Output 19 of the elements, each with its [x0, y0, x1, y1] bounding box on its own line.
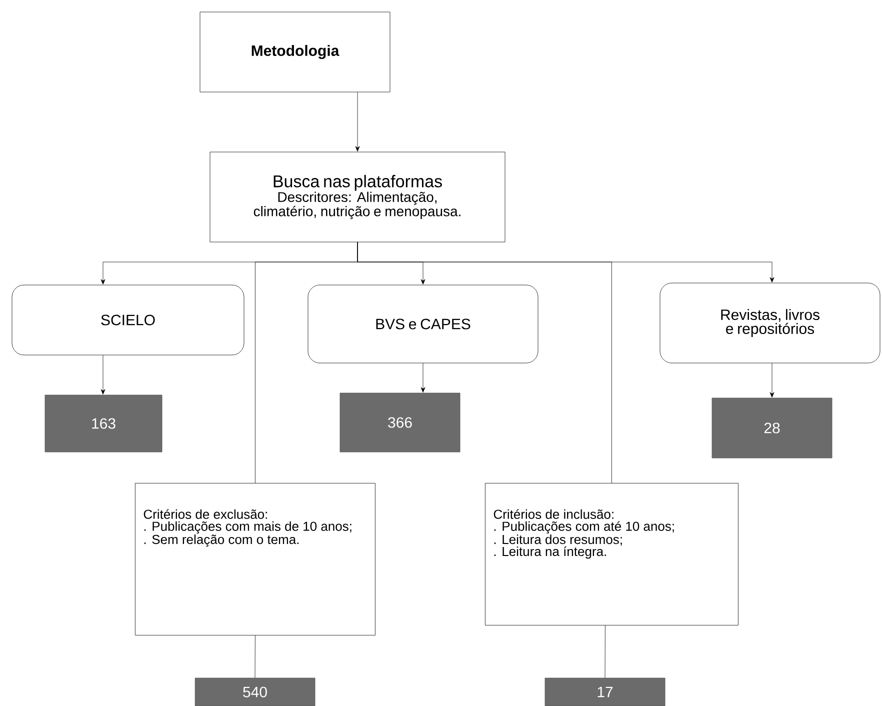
source-box: SCIELO [12, 284, 244, 356]
count-box: 540 [194, 678, 316, 706]
arrow [420, 363, 426, 392]
connector-line [254, 635, 256, 678]
criteria-box: Critérios de exclusão: . Publicações com mais de 10 anos; . Sem relação com o tema. [135, 483, 376, 636]
arrow [100, 355, 106, 394]
arrow [770, 363, 774, 398]
source-box: Revistas, livros e repositórios [660, 282, 880, 364]
source-box: BVS e CAPES [308, 284, 538, 364]
criteria-box: Critérios de inclusão: . Publicações com até 10 anos; . Leitura dos resumos; . Leitura na íntegra. [485, 483, 738, 626]
title-box: Metodologia [200, 12, 390, 92]
count-box: 28 [712, 398, 832, 458]
connector-line [604, 625, 606, 678]
search-box: Busca nas plataformas Descritores: Alimentação, climatério, nutrição e menopausa. [210, 152, 506, 242]
arrow [355, 92, 360, 152]
count-box: 17 [544, 678, 666, 706]
count-box: 163 [44, 394, 162, 452]
connector-line [357, 242, 612, 484]
count-box: 366 [340, 392, 460, 452]
